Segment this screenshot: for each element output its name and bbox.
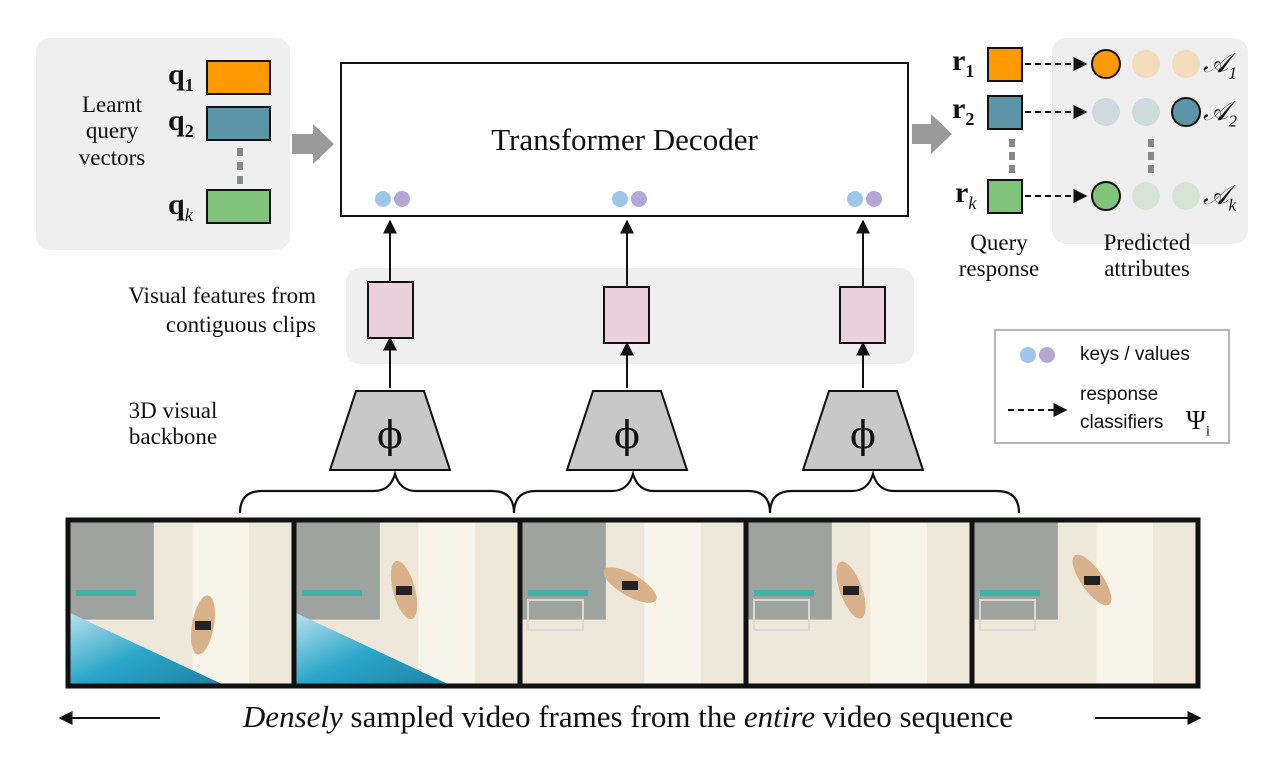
backbone-3 [801,390,925,471]
swimwear [396,586,412,595]
board [528,590,588,596]
response-2 [987,95,1023,130]
decoder-title: Transformer Decoder [491,122,758,157]
video-frame-3 [517,517,749,689]
query-vector-k [206,189,271,224]
r1-label: r1 [952,44,975,81]
tower-wall [418,520,475,686]
attr-k-label: 𝒜k [1203,180,1237,215]
pool-water [68,612,227,686]
swimwear [1084,576,1100,585]
tower-wall [644,520,701,686]
response-ellipsis [1009,139,1015,173]
swimwear [195,621,211,630]
pool-water [294,612,453,686]
classifier-arrows [1025,57,1088,203]
frame-border [969,517,1201,689]
backbone-1 [328,390,452,471]
stands [972,520,1058,620]
stands [294,520,380,620]
video-frame-2 [291,517,523,689]
video-frames [65,517,1201,689]
predicted-attributes-label: Predicted attributes [1103,230,1191,282]
attribute-circle-3-1 [1091,181,1121,211]
transformer-decoder-box [340,62,909,217]
board [302,590,362,596]
attribute-circle-2-1 [1092,98,1120,126]
attr-2-label: 𝒜2 [1203,96,1238,131]
response-k [987,179,1023,214]
railing [527,599,584,631]
attribute-circle-1-3 [1172,50,1200,78]
backbone-symbol-3: ϕ [850,413,876,457]
attribute-circle-2-3 [1171,97,1201,127]
legend-psi: Ψi [1186,405,1211,440]
attr-1-label: 𝒜1 [1203,48,1238,83]
stands [746,520,832,620]
q2-label: q2 [168,104,194,141]
attribute-circle-3-3 [1172,182,1200,210]
features-label: Visual features from contiguous clips [128,283,316,337]
value-dot-1 [394,191,410,207]
r2-label: r2 [952,92,975,129]
feature-block-2 [603,286,650,344]
backbone-symbol-2: ϕ [614,413,640,457]
q1-label: q1 [168,58,194,95]
tower-wall [870,520,927,686]
feature-blocks [367,281,886,344]
legend-box [994,329,1230,444]
attribute-circle-1-1 [1091,49,1121,79]
attribute-circle-3-2 [1132,182,1160,210]
railing [979,599,1036,631]
key-dot-1 [375,191,391,207]
feature-flow-arrows [383,219,870,388]
legend-key-dot [1020,347,1036,363]
video-frame-5 [969,517,1201,689]
backbone-symbol-1: ϕ [377,413,403,457]
video-frame-4 [743,517,975,689]
value-dot-2 [631,191,647,207]
key-dot-3 [847,191,863,207]
backbone-2 [565,390,689,471]
video-frame-1 [65,517,297,689]
attribute-circle-2-2 [1132,98,1160,126]
bottom-caption: Densely sampled video frames from the en… [242,699,1014,734]
response-1 [987,47,1023,82]
legend-classifiers-line2: classifiers [1080,412,1164,433]
key-dot-2 [612,191,628,207]
board [980,590,1040,596]
feature-block-1 [367,281,414,339]
output-arrow [912,114,952,154]
attribute-circle-1-2 [1132,50,1160,78]
query-response-label: Query response [958,230,1040,282]
attribute-circles [1091,49,1201,211]
query-ellipsis [237,148,243,184]
legend-keys-values: keys / values [1080,344,1190,365]
stands [68,520,154,620]
query-vector-1 [206,60,271,95]
swimwear [843,586,859,595]
legend-classifiers-line1: response [1080,384,1159,405]
clip-braces [238,470,1021,514]
legend-value-dot [1039,347,1055,363]
query-panel-label: Learnt query vectors [78,92,146,170]
qk-label: qk [168,188,193,225]
board [754,590,814,596]
board [76,590,136,596]
railing [753,599,810,631]
feature-block-3 [839,286,886,344]
rk-label: rk [955,176,977,213]
value-dot-3 [866,191,882,207]
attribute-ellipsis [1148,139,1154,173]
stands [520,520,606,620]
key-value-dots [375,191,882,207]
swimwear [622,581,638,590]
backbone-label: 3D visual backbone [128,398,218,450]
query-vector-2 [206,106,271,141]
input-arrow [292,124,334,164]
